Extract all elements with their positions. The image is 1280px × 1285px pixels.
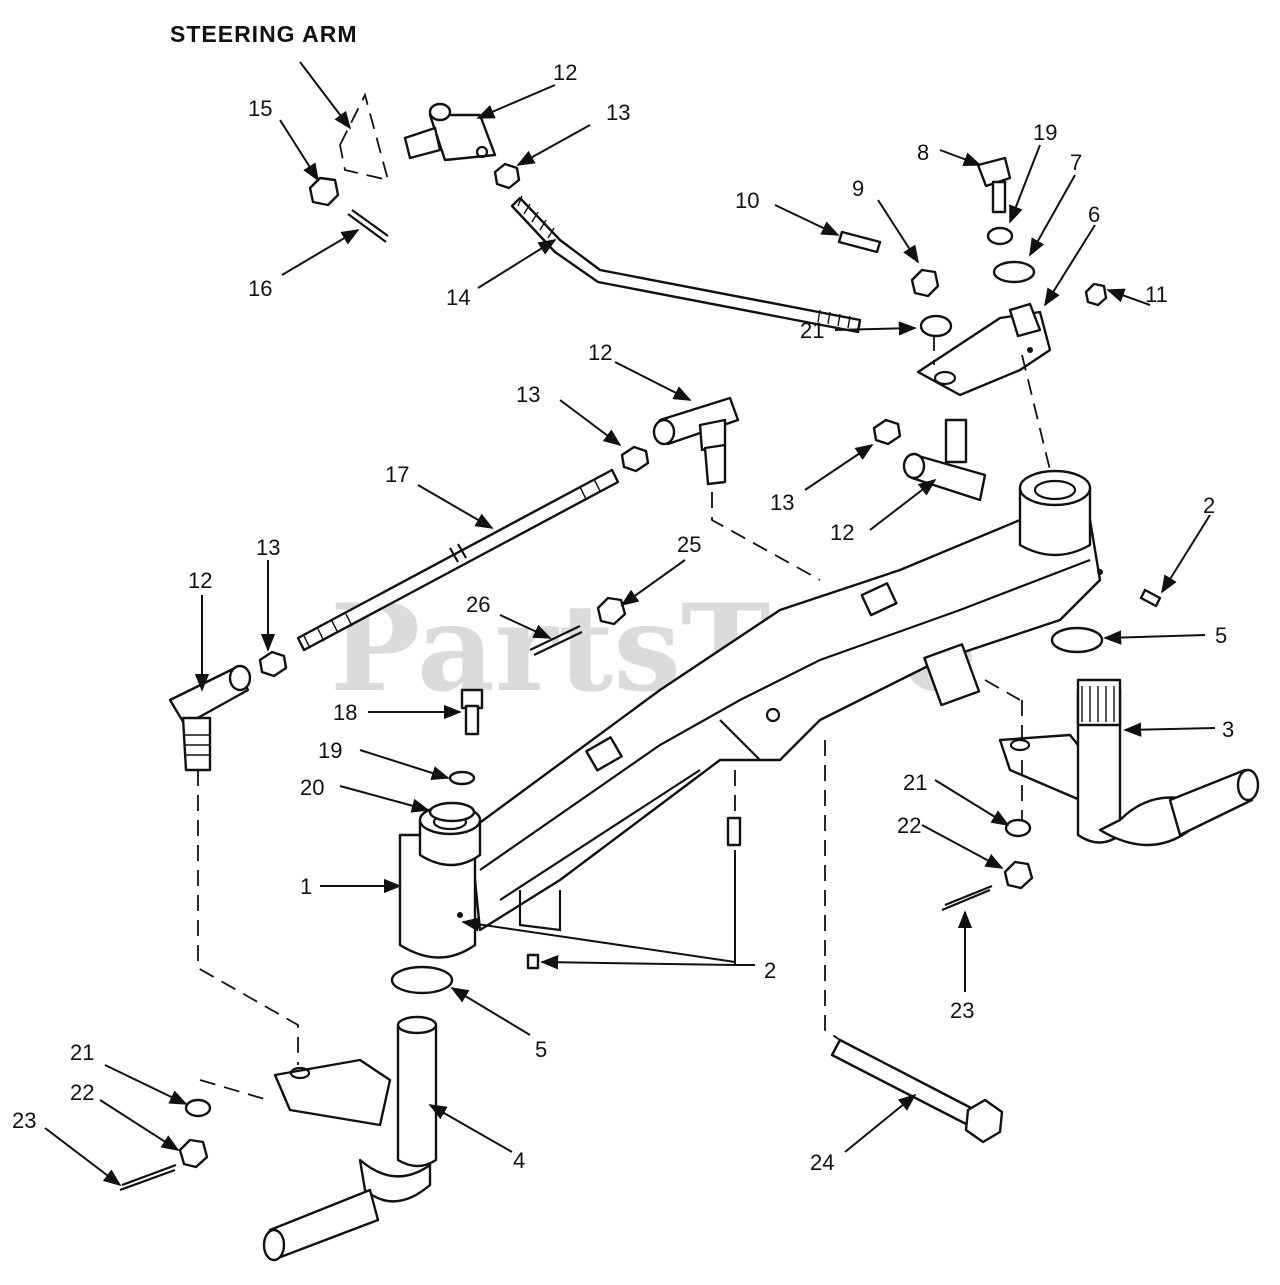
callout-21-left: 21 xyxy=(70,1040,94,1065)
lower-tie-rod xyxy=(296,468,620,652)
callout-13-mid: 13 xyxy=(516,382,540,407)
callout-12-mid: 12 xyxy=(588,340,612,365)
callout-16: 16 xyxy=(248,276,272,301)
right-kingpin-boss xyxy=(1018,469,1103,575)
callout-13-right: 13 xyxy=(770,490,794,515)
callout-15: 15 xyxy=(248,96,272,121)
callout-12-top: 12 xyxy=(553,60,577,85)
callout-8: 8 xyxy=(917,140,929,165)
hardware xyxy=(119,156,1162,1192)
callout-20: 20 xyxy=(300,775,324,800)
callout-12-left: 12 xyxy=(188,568,212,593)
callout-7: 7 xyxy=(1070,150,1082,175)
callout-10: 10 xyxy=(735,188,759,213)
steering-arm-outline xyxy=(339,92,390,182)
upper-tie-rod xyxy=(510,195,862,334)
callout-13-top: 13 xyxy=(606,100,630,125)
callout-17: 17 xyxy=(385,462,409,487)
callout-18: 18 xyxy=(333,700,357,725)
left-kingpin-boss xyxy=(398,804,482,959)
tie-rod-end-left xyxy=(168,664,252,772)
callout-5-right: 5 xyxy=(1215,623,1227,648)
callout-23-left: 23 xyxy=(12,1108,36,1133)
callout-19-left: 19 xyxy=(318,738,342,763)
callout-22-left: 22 xyxy=(70,1080,94,1105)
callout-24: 24 xyxy=(810,1150,834,1175)
assembly-lines xyxy=(197,335,1051,1101)
steering-arm-label: STEERING ARM xyxy=(170,21,358,47)
callout-21-right: 21 xyxy=(903,770,927,795)
callout-12-right: 12 xyxy=(830,520,854,545)
callout-4: 4 xyxy=(513,1148,525,1173)
callout-11: 11 xyxy=(1145,282,1168,307)
callout-2-left: 2 xyxy=(764,958,776,983)
callout-6: 6 xyxy=(1088,202,1100,227)
callout-21-top: 21 xyxy=(800,318,824,343)
left-spindle xyxy=(262,1015,438,1262)
callout-5-left: 5 xyxy=(535,1037,547,1062)
callout-23-right: 23 xyxy=(950,998,974,1023)
axle-beam xyxy=(468,518,1102,932)
callout-3: 3 xyxy=(1222,717,1234,742)
callout-22-right: 22 xyxy=(897,813,921,838)
callout-25: 25 xyxy=(677,532,701,557)
callout-9: 9 xyxy=(852,176,864,201)
steering-arm-bracket xyxy=(916,302,1052,397)
callout-19-top: 19 xyxy=(1033,120,1057,145)
right-spindle xyxy=(998,678,1260,847)
callout-14: 14 xyxy=(446,285,470,310)
tie-rod-end-mid xyxy=(652,396,740,486)
tie-rod-end-top xyxy=(403,102,497,162)
callout-2-right: 2 xyxy=(1203,493,1215,518)
callout-26: 26 xyxy=(466,592,490,617)
leader-lines xyxy=(44,61,1216,1187)
tie-rod-end-right xyxy=(902,418,987,502)
callout-13-left: 13 xyxy=(256,535,280,560)
callout-1: 1 xyxy=(300,874,312,899)
